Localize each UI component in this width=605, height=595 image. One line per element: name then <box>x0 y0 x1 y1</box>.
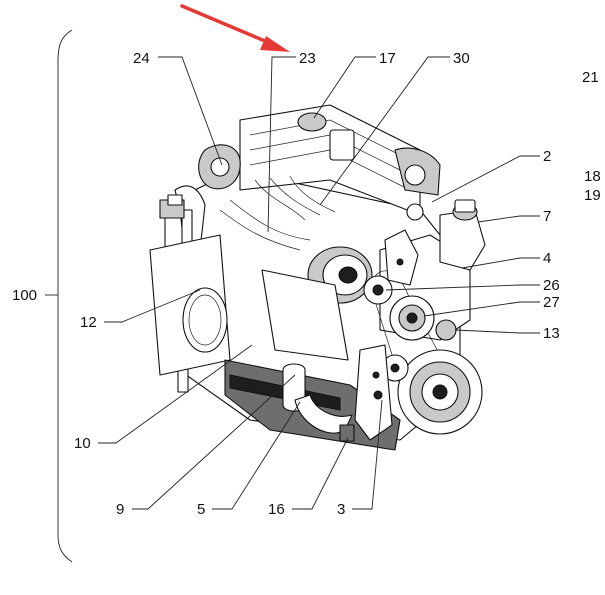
callout-23: 23 <box>299 50 316 67</box>
callout-3: 3 <box>337 501 345 518</box>
leader-lines <box>98 56 540 510</box>
callout-21: 21 <box>582 69 599 86</box>
callout-18: 18 <box>584 168 601 185</box>
callout-7: 7 <box>543 208 551 225</box>
callout-2: 2 <box>543 148 551 165</box>
callout-17: 17 <box>379 50 396 67</box>
callout-12: 12 <box>80 314 97 331</box>
callout-10: 10 <box>74 435 91 452</box>
callout-19: 19 <box>584 187 601 204</box>
callout-24: 24 <box>133 50 150 67</box>
engine-illustration <box>149 104 486 451</box>
assembly-bracket <box>57 29 73 563</box>
callout-9: 9 <box>116 501 124 518</box>
callout-100: 100 <box>12 287 37 304</box>
callout-13: 13 <box>543 325 560 342</box>
callout-5: 5 <box>197 501 205 518</box>
red-pointer-arrow <box>180 4 290 52</box>
callout-27: 27 <box>543 294 560 311</box>
callout-26: 26 <box>543 277 560 294</box>
callout-4: 4 <box>543 250 551 267</box>
callout-30: 30 <box>453 50 470 67</box>
callout-16: 16 <box>268 501 285 518</box>
